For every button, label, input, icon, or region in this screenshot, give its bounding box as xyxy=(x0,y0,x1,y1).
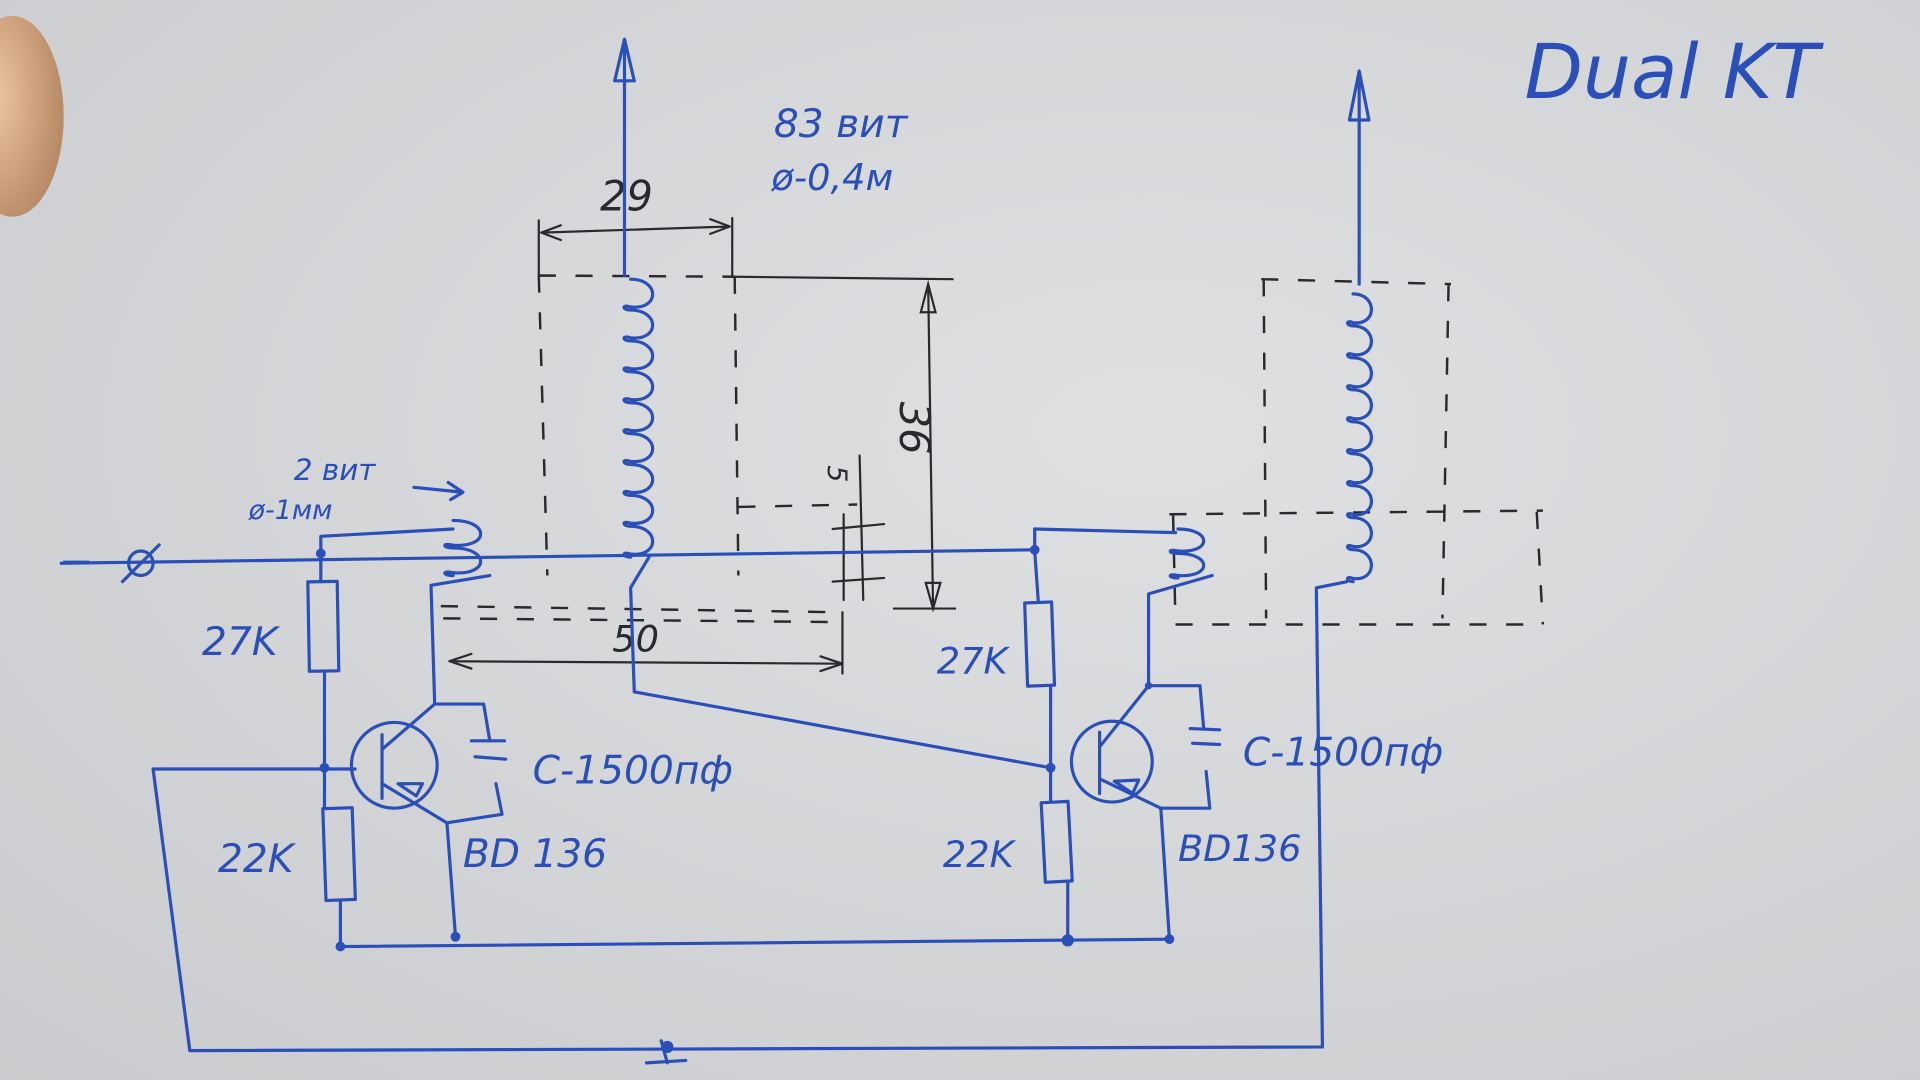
feedback-coil-wire: ø-1мм xyxy=(248,495,333,526)
dimension-gap: 5 xyxy=(821,454,886,602)
feedback-coil-right xyxy=(1168,527,1206,580)
resistor-22k-left-label: 22K xyxy=(218,837,297,882)
dimension-width-label: 29 xyxy=(600,172,653,221)
main-coil-left xyxy=(622,277,655,559)
main-coil-wire: ø-0,4м xyxy=(770,156,893,199)
title: Dual KT xyxy=(1524,28,1824,116)
dimension-width: 29 xyxy=(537,172,734,277)
transistor-left xyxy=(349,702,449,825)
main-coil-right xyxy=(1345,292,1373,584)
feedback-coil-left xyxy=(443,518,482,578)
transistor-right xyxy=(1069,684,1163,810)
capacitor-left-label: C-1500пф xyxy=(533,749,733,794)
dimension-length: 50 xyxy=(448,611,844,675)
finger xyxy=(0,15,64,217)
dimension-height: 36 xyxy=(890,279,957,613)
feedback-coil-arrow xyxy=(412,480,465,502)
resistor-22k-right xyxy=(1039,799,1074,884)
capacitor-left xyxy=(469,739,508,761)
resistor-22k-left xyxy=(321,806,357,903)
transistor-right-label: BD136 xyxy=(1178,827,1302,870)
resistor-27k-left xyxy=(306,579,341,673)
dimension-gap-label: 5 xyxy=(821,465,852,482)
dimension-length-label: 50 xyxy=(612,617,659,660)
resistor-22k-right-label: 22K xyxy=(943,833,1017,876)
coil-form-left xyxy=(440,274,954,624)
feedback-coil-turns: 2 вит xyxy=(294,453,376,487)
negative-terminal-label: − xyxy=(59,537,94,586)
capacitor-right-label: C-1500пф xyxy=(1243,730,1443,775)
antenna-right xyxy=(1347,69,1371,286)
transistor-left-label: BD 136 xyxy=(463,832,607,877)
coil-form-right xyxy=(1169,277,1545,626)
antenna-left xyxy=(613,37,636,278)
capacitor-right xyxy=(1188,726,1222,747)
junction-dots xyxy=(315,544,1175,1054)
negative-terminal: − xyxy=(59,537,161,586)
resistor-27k-left-label: 27K xyxy=(202,620,281,665)
dimension-height-label: 36 xyxy=(890,402,939,455)
resistor-27k-right-label: 27K xyxy=(937,639,1011,682)
resistor-27k-right xyxy=(1023,600,1057,688)
main-coil-turns: 83 вит xyxy=(774,102,909,147)
